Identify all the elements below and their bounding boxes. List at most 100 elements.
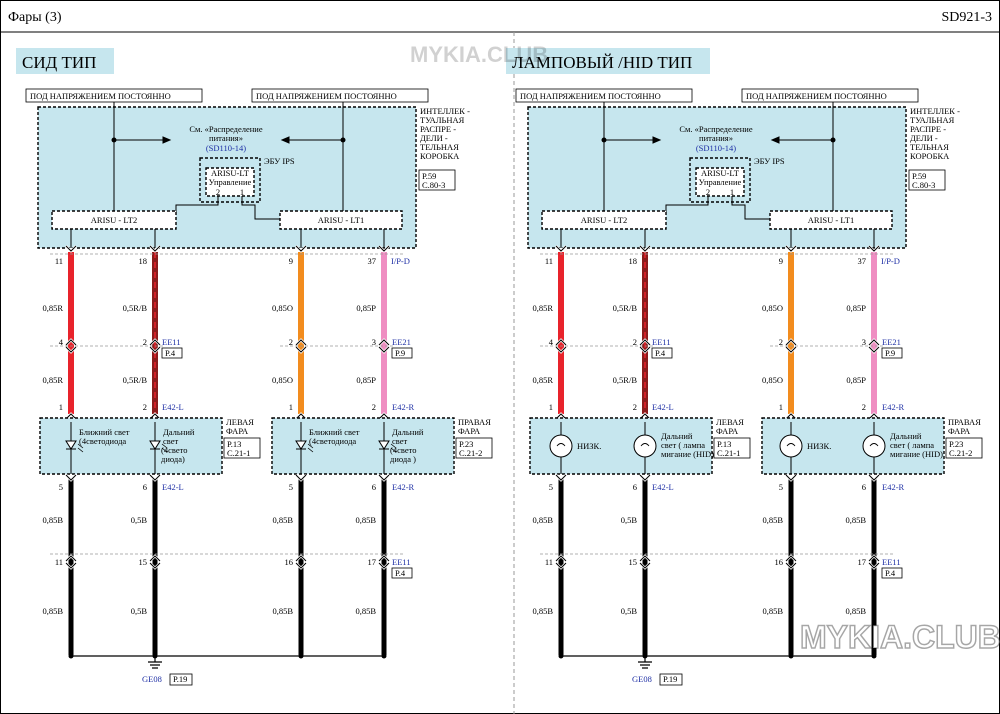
ref-box (169, 673, 193, 686)
ground-gauge-a: 0,5B (131, 515, 148, 525)
power-label-box (741, 88, 919, 103)
smart-box-ref-box (908, 169, 946, 191)
high-beam-label: Дальний (392, 427, 424, 437)
bulb-filament-icon (556, 443, 566, 447)
bulb-icon (779, 434, 803, 458)
ipd-label: I/P-D (881, 256, 900, 266)
connector-ee21-ref: P.9 (395, 348, 405, 358)
panel-title-bg (506, 48, 710, 74)
connector-top-chevron (639, 245, 651, 252)
connector-ee11-lower (555, 562, 567, 569)
low-beam-label: Ближний свет (79, 427, 130, 437)
see-reference: См. «Распределение (679, 124, 752, 134)
smart-box-label: ТУАЛЬНАЯ (420, 115, 465, 125)
ground-pin-a: 5 (289, 482, 293, 492)
wire-gauge-bottom: 0,85O (272, 375, 293, 385)
headlamp-label: ФАРА (458, 426, 481, 436)
ground-gauge-b: 0,85B (272, 606, 293, 616)
connector-mid-upper (555, 339, 567, 346)
connector-e42r-lower: E42-R (882, 482, 905, 492)
wire-gauge-top: 0,5R/B (613, 303, 638, 313)
ips-ecu-box (689, 157, 751, 203)
ground-gauge-b: 0,85B (355, 606, 376, 616)
arisu-lt1-box (769, 210, 893, 230)
wire-top-pin: 18 (629, 256, 638, 266)
see-reference-code: (SD110-14) (206, 143, 246, 153)
ips-ecu-box (199, 157, 261, 203)
headlamp-ref: P.13 (717, 439, 731, 449)
low-beam-label: (4светодиода (79, 436, 126, 446)
power-label-right: ПОД НАПРЯЖЕНИЕМ ПОСТОЯННО (256, 91, 397, 101)
bulb-icon (633, 434, 657, 458)
wire-top-pin: 11 (545, 256, 553, 266)
connector-lamp-chevron (65, 474, 77, 481)
junction-dot (558, 653, 564, 659)
headlamp-ref: P.23 (459, 439, 473, 449)
connector-lamp-chevron (378, 474, 390, 481)
low-beam-label: Ближний свет (309, 427, 360, 437)
ref-box (659, 673, 683, 686)
bulb-filament-icon (786, 443, 796, 447)
arisu-lt1-label: ARISU - LT1 (808, 215, 854, 225)
connector-ee11-upper (868, 555, 880, 562)
ground-pin-b: 17 (858, 557, 867, 567)
smart-box-ref: C.80-3 (912, 180, 935, 190)
arisu-lt-label: ARISU-LT (211, 168, 250, 178)
light-rays-icon (161, 443, 168, 453)
wire-gauge-bottom: 0,85R (42, 375, 63, 385)
connector-mid-lower (65, 346, 77, 353)
connector-ee11-upper (295, 555, 307, 562)
connector-ee11-lower-ref: P.4 (395, 568, 406, 578)
ips-ecu-label: ЭБУ IPS (264, 156, 295, 166)
wire-bottom-pin: 2 (372, 402, 376, 412)
wire-top-pin: 9 (289, 256, 293, 266)
bulb-filament-icon (869, 443, 879, 447)
connector-ee11-upper (555, 555, 567, 562)
high-beam-label: свет (392, 436, 408, 446)
arrow (770, 136, 833, 144)
wire-gauge-bottom: 0,85O (762, 375, 783, 385)
smart-box-label: РАСПРЕ - (420, 124, 456, 134)
see-reference: питания» (209, 133, 243, 143)
wire-top-pin: 37 (368, 256, 377, 266)
connector-ee21: EE21 (392, 337, 411, 347)
connector-mid-lower (868, 346, 880, 353)
connector-ee11-upper (65, 555, 77, 562)
ground-pin-a: 6 (143, 482, 147, 492)
wire-mid-pin: 2 (289, 337, 293, 347)
high-beam-label: Дальний (890, 431, 922, 441)
ref-box (881, 347, 903, 359)
connector-ee21-ref: P.9 (885, 348, 895, 358)
wire-bottom-pin: 2 (862, 402, 866, 412)
arrow (114, 136, 172, 144)
low-beam-label: НИЗК. (807, 441, 831, 451)
wire-top-pin: 9 (779, 256, 783, 266)
connector-ee11-ref: P.4 (165, 348, 176, 358)
connector-ee11-lower (639, 562, 651, 569)
smart-box-ref: C.80-3 (422, 180, 445, 190)
connector-lamp-chevron (785, 474, 797, 481)
connector-ee11-ref: P.4 (655, 348, 666, 358)
ground-gauge-b: 0,85B (42, 606, 63, 616)
bulb-icon (549, 434, 573, 458)
connector-e42r-lower: E42-R (392, 482, 415, 492)
headlamp-ref-box (713, 437, 751, 459)
high-beam-label: (4свето (161, 445, 187, 455)
headlamp-label: ФАРА (226, 426, 249, 436)
connector-lamp-chevron (868, 474, 880, 481)
connector-mid-upper (378, 339, 390, 346)
high-beam-label: свет ( лампа (661, 440, 705, 450)
connector-lamp-chevron (149, 474, 161, 481)
light-rays-icon (390, 443, 397, 453)
wire-top-pin: 11 (55, 256, 63, 266)
connector-top-chevron (868, 245, 880, 252)
connector-top-chevron (295, 245, 307, 252)
connector-ee11-lower (785, 562, 797, 569)
low-beam-label: (4светодиода (309, 436, 356, 446)
smart-box-label: ИНТЕЛЛЕК - (420, 106, 470, 116)
connector-mid-upper (295, 339, 307, 346)
control-line (241, 196, 280, 220)
